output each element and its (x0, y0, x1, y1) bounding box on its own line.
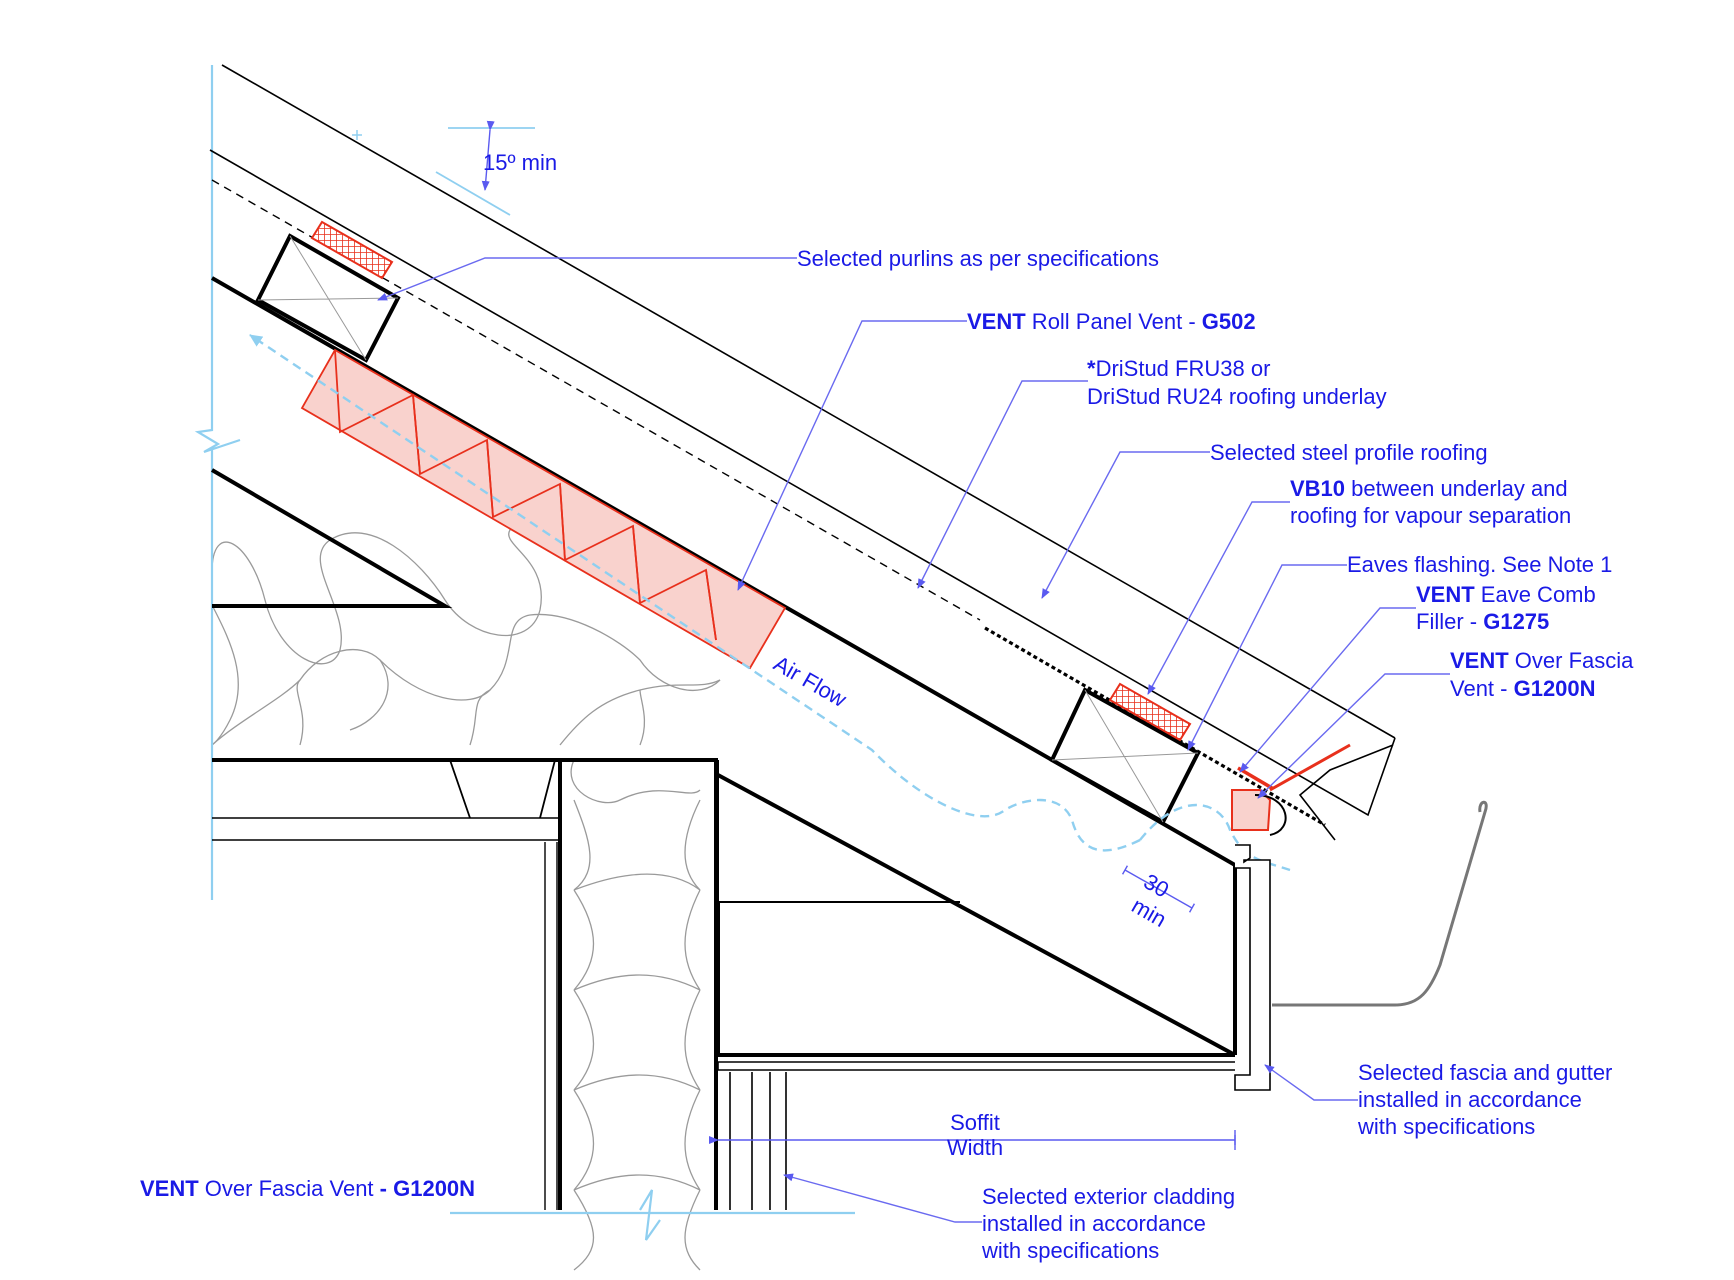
soffit-dimension (709, 1130, 1236, 1150)
label-roll-vent: VENT Roll Panel Vent - G502 (967, 309, 1256, 334)
label-cladding-1: Selected exterior cladding (982, 1184, 1235, 1209)
label-comb-filler-2: Filler - G1275 (1416, 609, 1549, 634)
eave-comb-filler (1269, 743, 1351, 792)
section-break-lines (194, 65, 855, 1241)
steel-profile-roofing (209, 64, 1396, 841)
label-bottom-vent: VENT Over Fascia Vent - G1200N (140, 1176, 475, 1201)
label-comb-filler: VENT Eave Comb (1416, 582, 1596, 607)
pitch-label: 15º min (483, 150, 557, 175)
label-over-fascia-2: Vent - G1200N (1450, 676, 1596, 701)
vb10-block-upper (310, 220, 394, 280)
leader-over-fascia (1257, 673, 1450, 799)
label-underlay-2: DriStud RU24 roofing underlay (1087, 384, 1387, 409)
leader-roofing (1041, 451, 1210, 599)
vb10-block-lower (1108, 682, 1192, 742)
purlin-lower (1049, 687, 1201, 825)
label-purlins: Selected purlins as per specifications (797, 246, 1159, 271)
label-vb10: VB10 between underlay and (1290, 476, 1568, 501)
leader-flashing (1187, 564, 1347, 751)
soffit-label-1: Soffit (950, 1110, 1000, 1135)
label-cladding-3: with specifications (981, 1238, 1159, 1263)
wall-insulation (570, 759, 701, 1271)
leader-fascia-gutter (1264, 1064, 1358, 1101)
leader-cladding (783, 1173, 982, 1223)
label-fascia-gutter-1: Selected fascia and gutter (1358, 1060, 1612, 1085)
label-roofing: Selected steel profile roofing (1210, 440, 1488, 465)
leader-underlay (917, 380, 1088, 589)
soffit-label-2: Width (947, 1135, 1003, 1160)
leader-vb10 (1147, 501, 1290, 695)
pitch-dimension (435, 120, 535, 216)
gap-label-2: min (1128, 893, 1171, 932)
label-vb10-2: roofing for vapour separation (1290, 503, 1571, 528)
top-plate-and-studs (558, 760, 1235, 1210)
leader-roll-vent (737, 320, 967, 591)
purlin-upper (255, 233, 401, 363)
fascia-board (1234, 844, 1271, 1091)
label-fascia-gutter-3: with specifications (1357, 1114, 1535, 1139)
label-over-fascia: VENT Over Fascia (1450, 648, 1634, 673)
gutter (1272, 800, 1488, 1007)
airflow-path (249, 334, 1141, 852)
airflow-path-fascia (1139, 803, 1291, 872)
ceiling-insulation (211, 526, 721, 746)
leader-purlins (377, 257, 797, 301)
label-underlay: *DriStud FRU38 or (1087, 356, 1270, 381)
ceiling-joist (212, 758, 718, 1210)
label-fascia-gutter-2: installed in accordance (1358, 1087, 1582, 1112)
label-eaves-flashing: Eaves flashing. See Note 1 (1347, 552, 1612, 577)
gap-dimension (1121, 865, 1196, 913)
airflow-label: Air Flow (770, 651, 851, 712)
over-fascia-vent (1231, 789, 1272, 831)
leader-comb-filler (1239, 607, 1416, 773)
roll-panel-vent (300, 348, 787, 670)
eave-comb-filler-strip (1237, 766, 1273, 790)
leader-lines (377, 257, 1450, 1223)
label-cladding-2: installed in accordance (982, 1211, 1206, 1236)
